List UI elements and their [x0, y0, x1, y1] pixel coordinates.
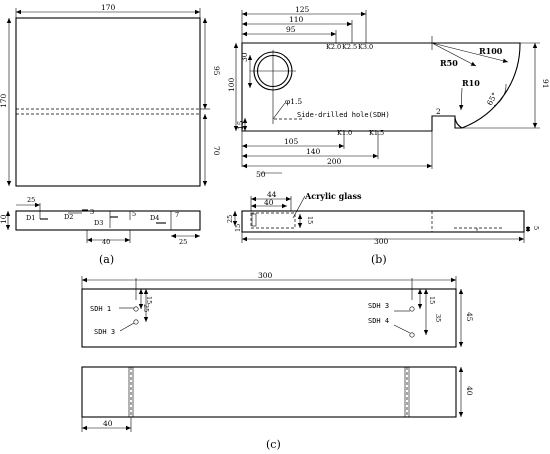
- sdh3-left-label: SDH 3: [94, 328, 115, 336]
- d3-size-label: 5: [132, 210, 136, 218]
- plate-top-view: [15, 17, 201, 187]
- defect-d4-label: D4: [150, 214, 159, 222]
- k20-label: K2.0: [326, 43, 341, 51]
- dim-200-label: 200: [327, 157, 342, 166]
- length-300-c-label: 300: [258, 271, 273, 280]
- sdh3-right-label: SDH 3: [368, 302, 389, 310]
- height-45-label: 45: [465, 312, 474, 322]
- dim-95-label: 95: [286, 25, 296, 34]
- dim-70-label: 70: [212, 146, 221, 156]
- sdh-block-front: [81, 288, 457, 348]
- radius-r50-label: R50: [440, 58, 458, 68]
- offset-40-label: 40: [103, 419, 113, 428]
- dim-105-label: 105: [284, 137, 299, 146]
- right-25-label: 25: [179, 238, 187, 246]
- dim-95-label: 95: [212, 66, 221, 76]
- k15-label: K1.5: [369, 129, 384, 137]
- dim-91-label: 91: [541, 79, 550, 89]
- k30-label: K3.0: [358, 43, 373, 51]
- dim-50-label: 50: [256, 170, 266, 179]
- right-35-label: 35: [434, 314, 442, 322]
- d2-size-label: 3: [90, 208, 94, 216]
- dim-40-label: 40: [264, 198, 274, 207]
- phi-15-label: φ1.5: [285, 97, 302, 106]
- dim-110-label: 110: [289, 15, 304, 24]
- plate-side-view: [15, 210, 201, 231]
- d4-size-label: 7: [175, 211, 179, 219]
- sdh1-label: SDH 1: [90, 305, 111, 313]
- left-25-label: 25: [142, 304, 150, 312]
- hole-30-label: 30: [240, 52, 249, 62]
- panel-b: R100 R50 R10 65° 30 100 15 125 110 95 K2…: [226, 5, 550, 266]
- inner-15-label: 15: [306, 216, 314, 224]
- sdh1-hole: [133, 306, 139, 312]
- defect-d1-label: D1: [26, 214, 35, 222]
- sdh4-label: SDH 4: [368, 317, 389, 325]
- sdh-block-top: [81, 366, 457, 418]
- right-5-label: 5: [532, 226, 540, 230]
- sdh3-right-hole: [409, 306, 415, 312]
- defect-d2-label: D2: [64, 213, 73, 221]
- defect-d3-label: D3: [94, 219, 103, 227]
- height-100-label: 100: [227, 77, 236, 92]
- dim-44-label: 44: [267, 190, 277, 199]
- thickness-10-label: 10: [0, 214, 8, 224]
- radius-r10-label: R10: [462, 78, 480, 88]
- sdh3-left-hole: [133, 319, 139, 325]
- panel-c: 300 45 SDH 1 SDH 3 15 25 SDH 3 SDH 4 15 …: [81, 271, 474, 451]
- height-40-label: 40: [465, 386, 474, 396]
- width-170-label: 170: [101, 3, 116, 12]
- length-300-label: 300: [374, 237, 389, 246]
- side-25-label: 25: [226, 215, 234, 223]
- radius-r100-label: R100: [479, 46, 503, 56]
- caption-b: (b): [371, 253, 387, 266]
- k25-label: K2.5: [342, 43, 357, 51]
- dim-140-label: 140: [306, 147, 321, 156]
- angle-65-label: 65°: [485, 91, 500, 107]
- right-15-label: 15: [428, 296, 436, 304]
- caption-a: (a): [99, 253, 114, 266]
- side-15-label: 15: [234, 224, 242, 232]
- dim-125-label: 125: [295, 5, 310, 14]
- panel-a: 170 170 95 70 10 25 D1 D2 3 D3 5 D4 7: [0, 3, 221, 266]
- sdh-label: Side-drilled hole(SDH): [297, 111, 390, 119]
- sdh4-hole: [409, 332, 415, 338]
- block-side-view: [241, 210, 525, 233]
- left-15-label: 15: [145, 296, 153, 304]
- height-170-label: 170: [0, 93, 8, 108]
- caption-c: (c): [266, 438, 281, 451]
- slot-2-label: 2: [436, 107, 441, 116]
- left-25-label: 25: [27, 196, 35, 204]
- acrylic-glass-label: Acrylic glass: [304, 191, 362, 201]
- k10-label: K1.0: [337, 129, 352, 137]
- middle-40-label: 40: [102, 238, 110, 246]
- bottom-15-label: 15: [236, 120, 245, 130]
